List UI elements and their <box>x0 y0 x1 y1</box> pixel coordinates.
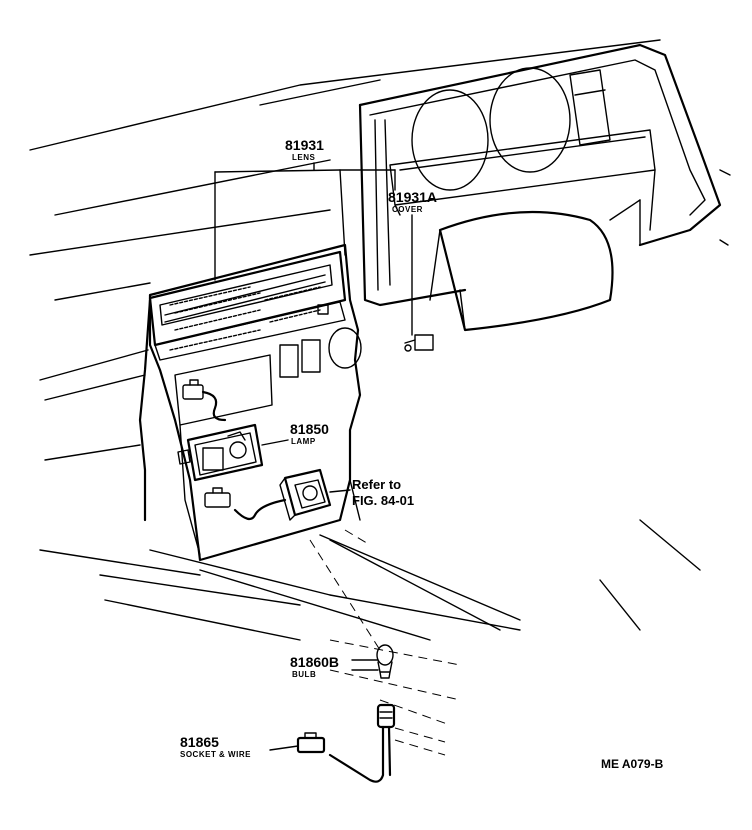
instrument-cluster <box>358 43 722 332</box>
dashboard-outline <box>29 39 731 641</box>
connector-upper <box>182 379 227 422</box>
socket-wire-part <box>296 703 396 783</box>
lamp-part-name: LAMP <box>291 437 316 446</box>
lens-part-name: LENS <box>292 153 316 162</box>
bulb-part-number: 81860B <box>290 654 340 670</box>
lamp-assembly <box>177 423 264 482</box>
socket-part-number: 81865 <box>180 734 219 750</box>
cover-part <box>404 334 434 352</box>
reference-line-1: Refer to <box>352 477 402 492</box>
lamp-part-number: 81850 <box>290 421 329 437</box>
socket-part-name: SOCKET & WIRE <box>180 750 251 759</box>
projection-lines <box>309 529 461 756</box>
center-console <box>138 243 362 562</box>
cover-part-name: COVER <box>392 205 423 214</box>
bulb-part <box>376 644 394 679</box>
drawing-code: ME A079-B <box>601 757 664 771</box>
reference-line-2: FIG. 84-01 <box>352 493 415 508</box>
lens-part-number: 81931 <box>285 137 324 153</box>
switch-assembly <box>204 468 332 521</box>
bulb-part-name: BULB <box>292 670 317 679</box>
leader-lines <box>214 162 413 751</box>
cover-part-number: 81931A <box>388 189 438 205</box>
